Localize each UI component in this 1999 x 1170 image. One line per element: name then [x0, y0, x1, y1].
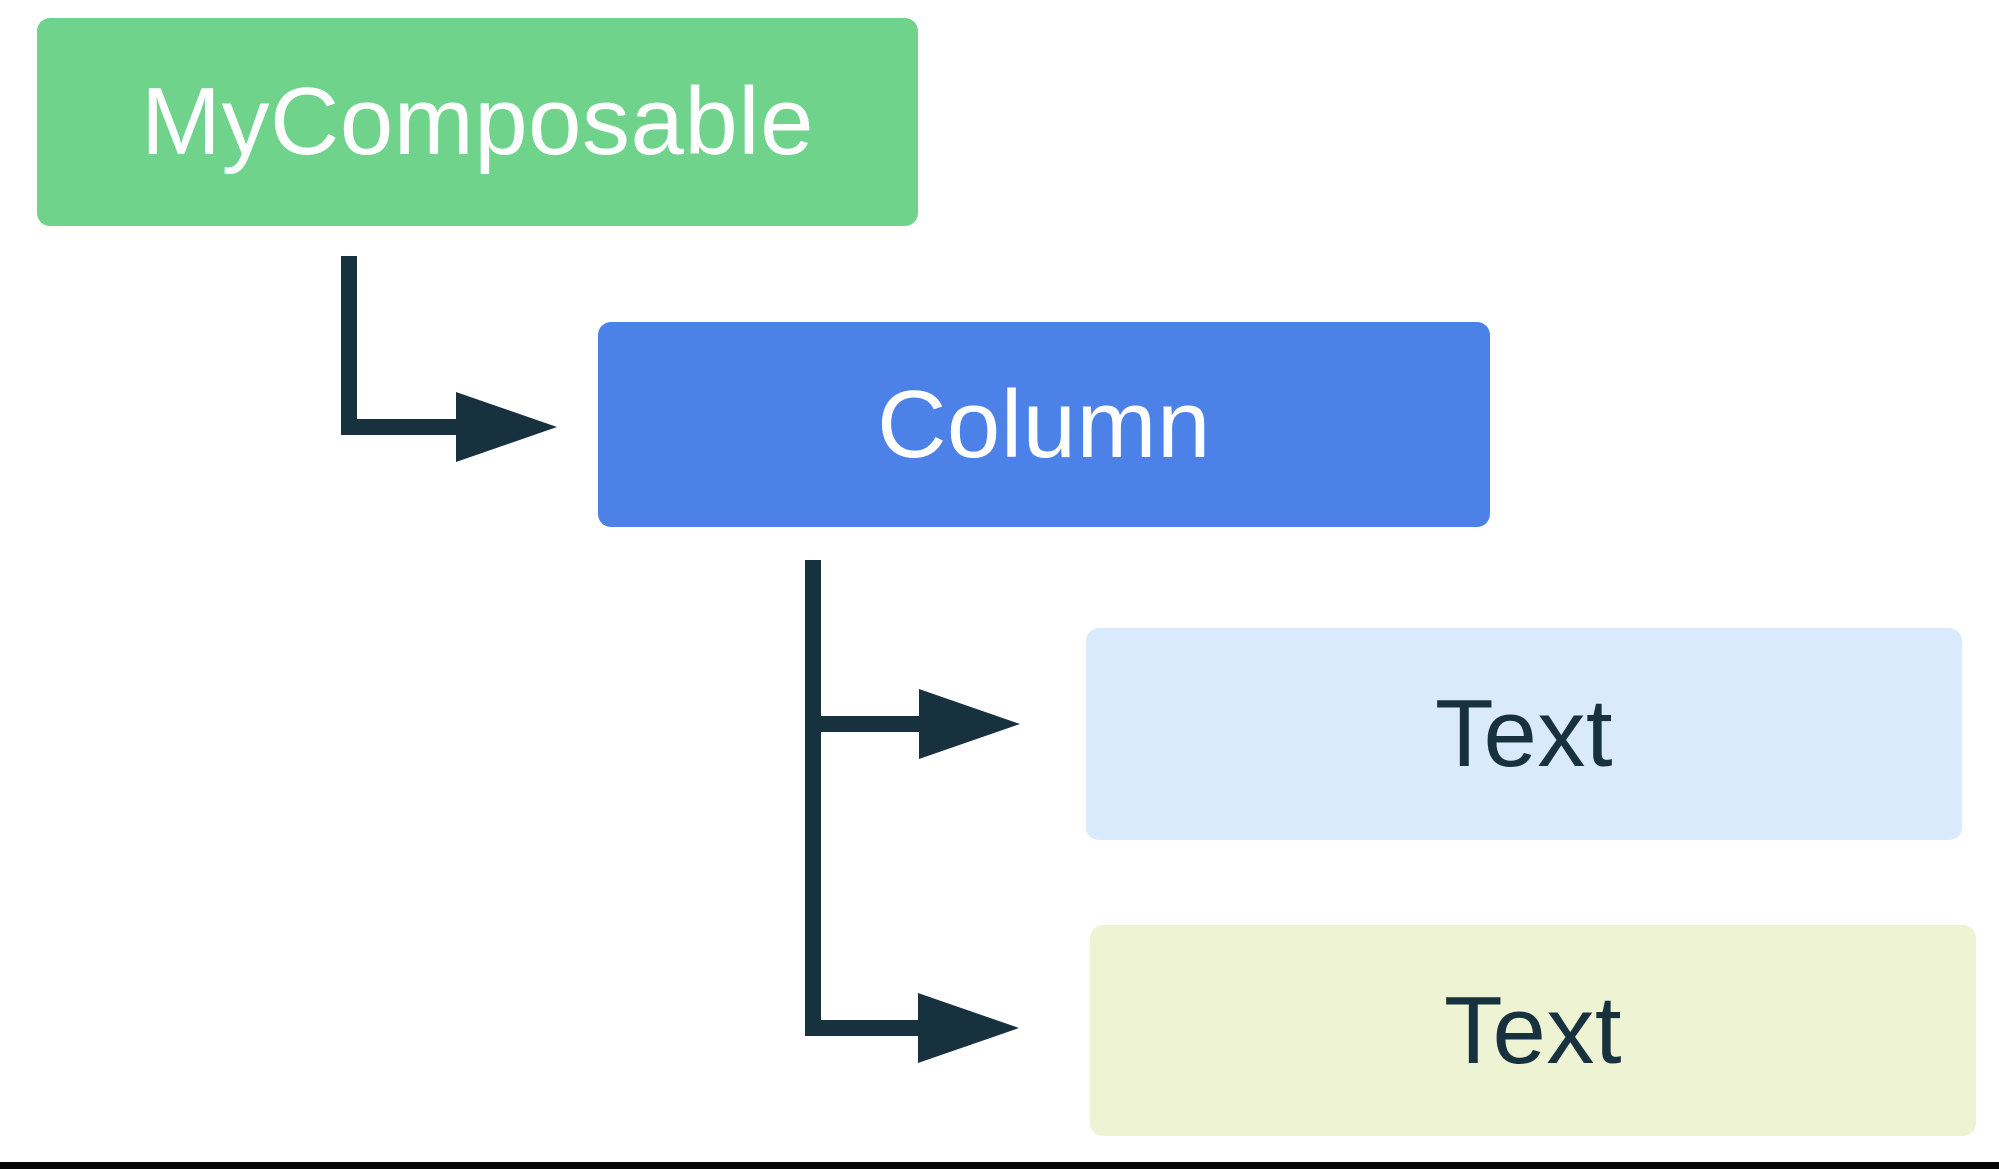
- node-text-first-label: Text: [1434, 680, 1614, 787]
- edge-mycomposable-column-vertical-segment: [341, 256, 357, 435]
- edge-column-text-first-horizontal-segment: [805, 716, 919, 732]
- edge-column-text-second-horizontal-segment: [805, 1020, 918, 1036]
- edge-mycomposable-column-arrowhead-icon: [456, 392, 557, 462]
- node-text-first: Text: [1086, 628, 1962, 840]
- node-mycomposable: MyComposable: [37, 18, 918, 226]
- edge-column-children-trunk-segment: [805, 560, 821, 1036]
- edge-mycomposable-column-horizontal-segment: [341, 419, 456, 435]
- edge-column-text-first-arrowhead-icon: [919, 689, 1020, 759]
- node-text-second-label: Text: [1443, 976, 1623, 1084]
- node-mycomposable-label: MyComposable: [141, 68, 814, 175]
- bottom-divider: [0, 1162, 1999, 1169]
- edge-column-text-second-arrowhead-icon: [918, 993, 1019, 1063]
- node-column-label: Column: [877, 370, 1211, 478]
- node-column: Column: [598, 322, 1490, 527]
- node-text-second: Text: [1090, 925, 1976, 1136]
